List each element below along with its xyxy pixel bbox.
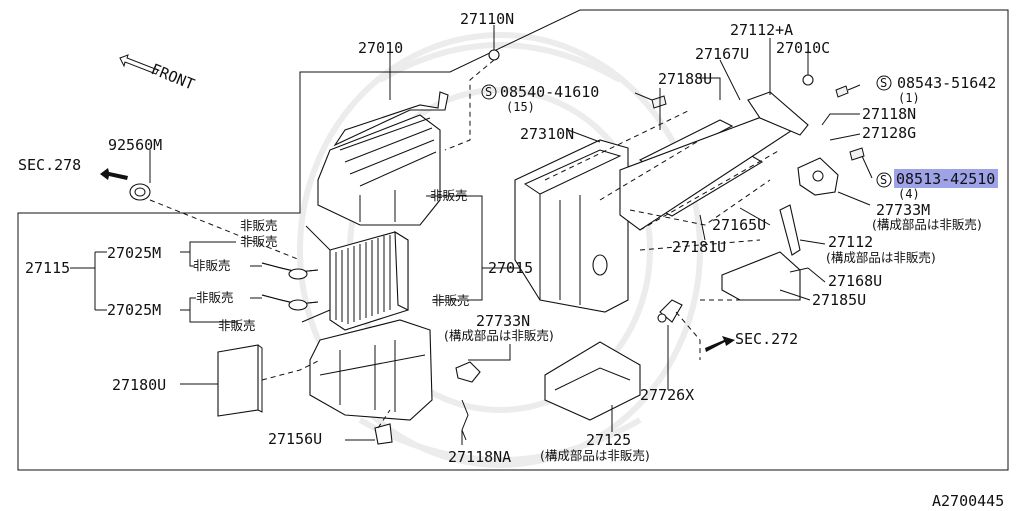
label-27128G: 27128G — [862, 124, 916, 142]
note-27125: (構成部品は非販売) — [540, 448, 650, 463]
note-hanbai-e: 非販売 — [218, 318, 256, 333]
label-27010C: 27010C — [776, 39, 830, 57]
svg-text:S: S — [880, 173, 887, 187]
label-08543-qty: (1) — [898, 91, 920, 105]
grommet-part[interactable] — [129, 183, 151, 201]
lower-case-part[interactable] — [309, 319, 433, 421]
label-sec278: SEC.278 — [18, 156, 81, 174]
pipe-parts[interactable] — [261, 262, 319, 311]
note-27733N: (構成部品は非販売) — [444, 328, 554, 343]
label-sec272: SEC.272 — [735, 330, 798, 348]
upper-case-part[interactable] — [317, 91, 449, 226]
watermark-emblem — [297, 32, 703, 468]
part-labels: 27110N 27010 27112+A 27167U 27010C 08540… — [18, 10, 1004, 510]
sensor-part[interactable] — [657, 299, 683, 323]
label-27168U: 27168U — [828, 272, 882, 290]
note-hanbai-b: 非販売 — [240, 234, 278, 249]
label-27010: 27010 — [358, 39, 403, 57]
note-hanbai-c: 非販売 — [193, 258, 231, 273]
bracket-part[interactable] — [747, 91, 809, 136]
label-27118NA: 27118NA — [448, 448, 511, 466]
label-27115: 27115 — [25, 259, 70, 277]
note-27112: (構成部品は非販売) — [826, 250, 936, 265]
label-08543: 08543-51642 — [897, 74, 996, 92]
label-27112A: 27112+A — [730, 21, 793, 39]
tray-part[interactable] — [721, 251, 809, 301]
label-27156U: 27156U — [268, 430, 322, 448]
rod-part[interactable] — [461, 399, 469, 441]
label-27733M: 27733M — [876, 201, 930, 219]
link-arm-part[interactable] — [779, 204, 801, 256]
s-symbol-icons: S S S — [481, 75, 892, 188]
label-27733N: 27733N — [476, 312, 530, 330]
note-hanbai-27015-bottom: 非販売 — [432, 293, 470, 308]
note-hanbai-d: 非販売 — [196, 290, 234, 305]
note-hanbai-27015-top: 非販売 — [430, 188, 468, 203]
label-08540: 08540-41610 — [500, 83, 599, 101]
heater-core-part[interactable] — [329, 230, 409, 331]
label-27015: 27015 — [488, 259, 533, 277]
duct-parts[interactable] — [619, 109, 801, 231]
note-hanbai-a: 非販売 — [240, 218, 278, 233]
label-front: FRONT — [149, 60, 198, 94]
filter-part[interactable] — [217, 344, 263, 417]
label-92560M: 92560M — [108, 136, 162, 154]
module-part[interactable] — [544, 341, 641, 421]
label-27125: 27125 — [586, 431, 631, 449]
label-27188U: 27188U — [658, 70, 712, 88]
label-27185U: 27185U — [812, 291, 866, 309]
label-27181U: 27181U — [672, 238, 726, 256]
label-08513-qty: (4) — [898, 187, 920, 201]
label-27180U: 27180U — [112, 376, 166, 394]
assembly-frame — [17, 9, 1009, 471]
drain-part[interactable] — [374, 423, 393, 445]
label-27165U: 27165U — [712, 216, 766, 234]
label-27310N: 27310N — [520, 125, 574, 143]
main-case-part[interactable] — [514, 139, 629, 313]
label-08513: 08513-42510 — [896, 170, 995, 188]
label-27112: 27112 — [828, 233, 873, 251]
label-27726X: 27726X — [640, 386, 694, 404]
arrow-icons — [100, 54, 735, 352]
label-27025M-a: 27025M — [107, 244, 161, 262]
svg-text:S: S — [485, 85, 492, 99]
note-27733M: (構成部品は非販売) — [872, 217, 982, 232]
label-27025M-b: 27025M — [107, 301, 161, 319]
figure-code: A2700445 — [932, 492, 1004, 510]
highlight-08513 — [894, 169, 998, 188]
clip-part[interactable] — [455, 361, 481, 383]
svg-text:S: S — [880, 76, 887, 90]
label-27118N: 27118N — [862, 105, 916, 123]
label-27110N: 27110N — [460, 10, 514, 28]
actuator-part[interactable] — [797, 157, 839, 196]
leader-lines — [70, 25, 873, 445]
label-08540-qty: (15) — [506, 100, 535, 114]
label-27167U: 27167U — [695, 45, 749, 63]
